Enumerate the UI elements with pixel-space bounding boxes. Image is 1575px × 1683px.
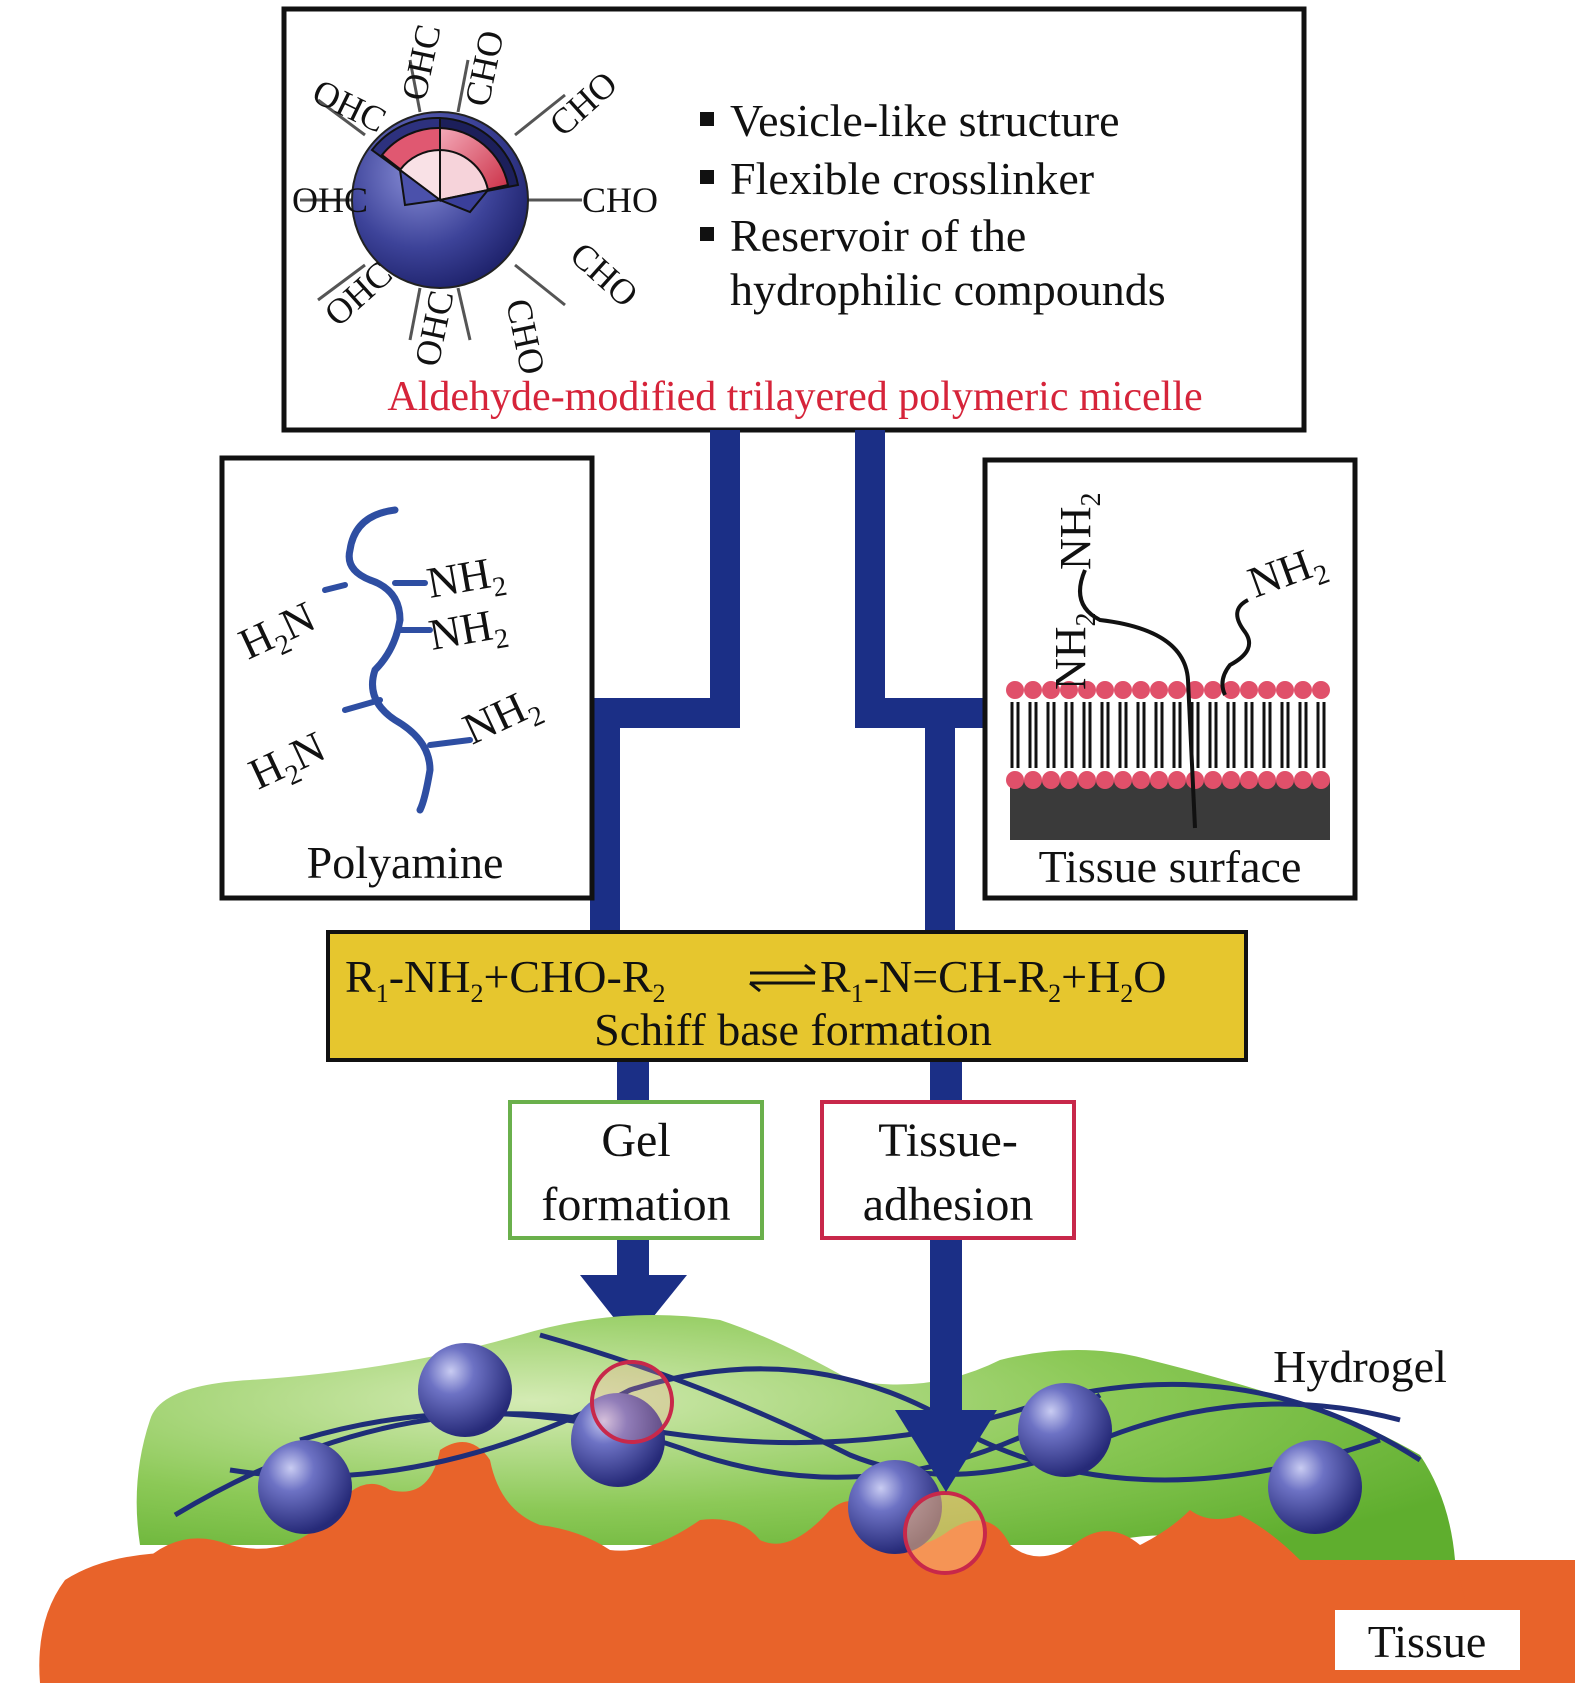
lipid-head: [1168, 681, 1186, 699]
lipid-head: [1024, 681, 1042, 699]
bullet-marker: [700, 227, 714, 241]
tissue-surface-bumps: [140, 1442, 1465, 1600]
adhesion-arrow-overlay: [930, 1330, 962, 1425]
polyamine-box-frame: [219, 455, 595, 901]
lipid-head: [1276, 681, 1294, 699]
right-pipe-down: [925, 698, 955, 933]
lipid-bilayer: [1006, 681, 1330, 789]
lipid-head: [1312, 681, 1330, 699]
hydrogel-label: Hydrogel: [1273, 1341, 1447, 1392]
lipid-head: [1150, 771, 1168, 789]
adhesion-arrow-head-overlay: [895, 1410, 997, 1492]
bullet-marker: [700, 112, 714, 126]
reaction-box: R1-NH2+CHO-R2 R1-N=CH-R2+H2O Schiff base…: [326, 930, 1248, 1062]
polyamine-nh2-2: NH2: [425, 598, 511, 667]
bullet-reservoir-cont: hydrophilic compounds: [730, 264, 1166, 315]
micelle-cutaway: [370, 116, 520, 214]
bullet-marker: [700, 170, 714, 184]
hydrogel-scene: Hydrogel Tissue: [39, 1315, 1575, 1683]
cho-label-right: CHO: [582, 180, 658, 220]
tissue-adhesion-box-frame: [820, 1100, 1076, 1240]
reaction-equation-left: R1-NH2+CHO-R2: [345, 951, 666, 1008]
lipid-head: [1204, 771, 1222, 789]
lipid-head: [1114, 681, 1132, 699]
lipid-head: [1204, 681, 1222, 699]
tissue-adhesion-line2: adhesion: [863, 1178, 1034, 1231]
bullet-vesicle: Vesicle-like structure: [730, 95, 1120, 146]
lipid-head: [1132, 681, 1150, 699]
lipid-head: [1168, 771, 1186, 789]
lipid-head: [1060, 681, 1078, 699]
gel-formation-line1: Gel: [601, 1114, 670, 1167]
micelle-sphere-5: [1018, 1383, 1112, 1477]
tissue-surface-base: [1010, 780, 1330, 840]
tissue-adhesion-line1: Tissue-: [878, 1114, 1018, 1167]
lipid-head: [1114, 771, 1132, 789]
lipid-head: [1294, 681, 1312, 699]
polyamine-box: NH2 NH2 NH2 H2N H2N Polyamine: [219, 455, 595, 901]
lipid-head: [1042, 771, 1060, 789]
tissue-surface-box: NH2 NH2 NH2 Tissue surface: [982, 457, 1358, 901]
micelle-box: CHO CHO CHO CHO CHO OHC OHC OHC OHC OHC …: [281, 6, 1307, 433]
lipid-head: [1096, 681, 1114, 699]
lipid-head: [1132, 771, 1150, 789]
lipid-head: [1276, 771, 1294, 789]
lipid-head: [1222, 771, 1240, 789]
reaction-equation-right: R1-N=CH-R2+H2O: [820, 951, 1166, 1008]
lipid-head: [1006, 681, 1024, 699]
tissue-surface-caption: Tissue surface: [1039, 841, 1302, 892]
adhesion-highlight: [903, 1491, 987, 1575]
lipid-head: [1258, 771, 1276, 789]
lipid-head: [1222, 681, 1240, 699]
reaction-caption: Schiff base formation: [594, 1004, 992, 1055]
lipid-head: [1150, 681, 1168, 699]
lipid-head: [1024, 771, 1042, 789]
gel-formation-box: Gel formation: [508, 1100, 764, 1240]
lipid-head: [1006, 771, 1024, 789]
protein-chain-short: [1220, 598, 1251, 696]
tissue-nh2-1: NH2: [1046, 612, 1102, 690]
micelle-sphere-6: [1268, 1440, 1362, 1534]
micelle-sphere-2: [418, 1343, 512, 1437]
protein-chain-long: [1078, 569, 1197, 829]
lipid-head: [1078, 771, 1096, 789]
lipid-head: [1042, 681, 1060, 699]
tissue-nh2-2: NH2: [1051, 492, 1107, 570]
lipid-head: [1186, 771, 1204, 789]
tissue-adhesion-box: Tissue- adhesion: [820, 1100, 1076, 1240]
lipid-head: [1294, 771, 1312, 789]
polyamine-side-bonds: [322, 580, 473, 748]
lipid-head: [1060, 771, 1078, 789]
bullet-crosslinker: Flexible crosslinker: [730, 153, 1094, 204]
tissue-label-bg: [1335, 1610, 1520, 1670]
left-pipe-down: [590, 698, 620, 933]
lipid-head: [1096, 771, 1114, 789]
polyamine-h2n-1: H2N: [232, 592, 326, 676]
lipid-head: [1258, 681, 1276, 699]
lipid-head: [1312, 771, 1330, 789]
polyamine-caption: Polyamine: [307, 837, 504, 888]
polyamine-nh2-1: NH2: [423, 546, 509, 615]
gel-formation-line2: formation: [541, 1178, 730, 1231]
bullet-reservoir: Reservoir of the: [730, 210, 1026, 261]
gel-formation-box-frame: [508, 1100, 764, 1240]
micelle-caption: Aldehyde-modified trilayered polymeric m…: [387, 374, 1202, 420]
micelle-sphere-1: [258, 1440, 352, 1534]
tissue-label: Tissue: [1368, 1616, 1486, 1667]
reaction-box-frame: [326, 930, 1248, 1062]
ohc-label-left: OHC: [292, 180, 368, 220]
gel-arrow-head: [580, 1275, 687, 1342]
polyamine-chain: [345, 506, 434, 814]
gel-crosslink-highlight: [590, 1360, 674, 1444]
lipid-head: [1078, 681, 1096, 699]
lipid-head: [1240, 771, 1258, 789]
equilibrium-arrow: [749, 963, 816, 993]
lipid-head: [1240, 681, 1258, 699]
